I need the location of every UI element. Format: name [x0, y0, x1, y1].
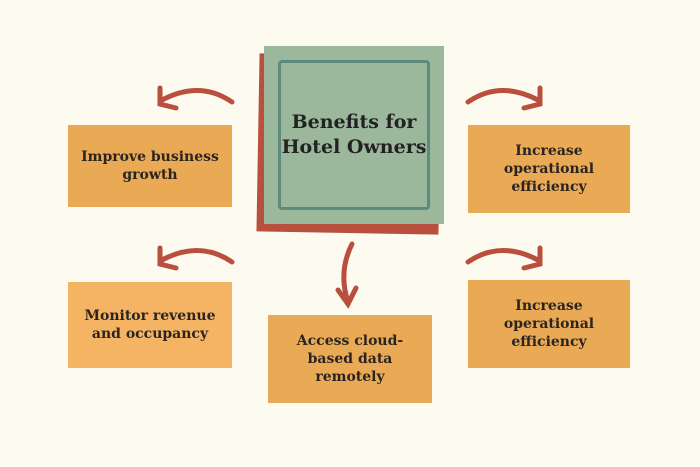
- arrow-to-top-left: [157, 85, 235, 111]
- node-monitor-revenue: Monitor revenue and occupancy: [68, 282, 232, 368]
- arrow-to-top-right: [465, 85, 543, 111]
- node-increase-efficiency-1: Increase operational efficiency: [468, 125, 630, 213]
- node-increase-efficiency-2: Increase operational efficiency: [468, 280, 630, 368]
- center-title: Benefits for Hotel Owners: [278, 60, 430, 210]
- center-node: Benefits for Hotel Owners: [264, 46, 444, 224]
- arrow-to-bottom-center: [335, 241, 359, 309]
- arrow-to-bottom-left: [157, 245, 235, 271]
- node-access-cloud-data: Access cloud-based data remotely: [268, 315, 432, 403]
- node-improve-business-growth: Improve business growth: [68, 125, 232, 207]
- arrow-to-bottom-right: [465, 245, 543, 271]
